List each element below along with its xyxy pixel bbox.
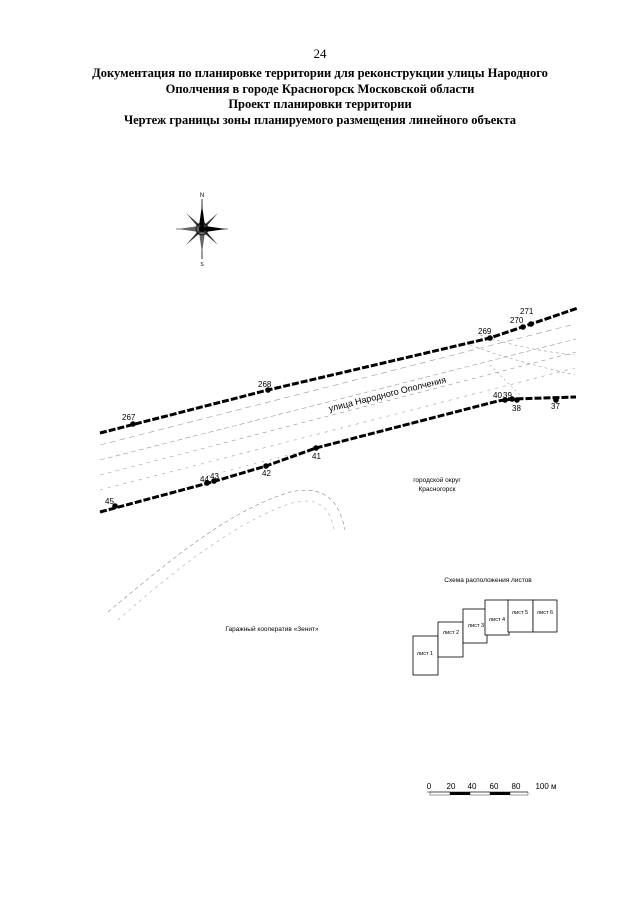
sheet-2-frame	[437, 621, 464, 658]
point-label: 268	[258, 380, 272, 389]
sheet-3-frame	[462, 608, 488, 644]
sheet-5-frame	[507, 599, 534, 633]
sheet-label: лист 5	[512, 610, 528, 616]
sheet-label: лист 4	[489, 617, 505, 623]
compass-north-label: N	[200, 193, 204, 199]
street-name-label: улица Народного Ополчения	[328, 375, 448, 414]
boundary-point	[487, 335, 493, 341]
point-label: 43	[210, 472, 219, 481]
boundary-point	[502, 397, 508, 403]
sheet-scheme	[412, 599, 558, 676]
scale-tick-label: 80	[512, 782, 521, 791]
sheet-6-frame	[532, 599, 558, 633]
point-label: 269	[478, 327, 492, 336]
boundary-point	[263, 463, 269, 469]
point-label: 38	[512, 404, 521, 413]
boundary-point	[112, 503, 118, 509]
scale-tick-label: 0	[427, 782, 432, 791]
header-line-3: Проект планировки территории	[228, 97, 412, 111]
scale-bar-labels: 0 20 40 60 80 100 м	[427, 782, 557, 791]
point-label: 40	[493, 391, 502, 400]
boundary-point	[204, 480, 210, 486]
document-header: Документация по планировке территории дл…	[70, 66, 570, 128]
garage-cooperative-label: Гаражный кооператив «Зенит»	[225, 625, 319, 633]
access-road-curve-inner	[117, 500, 335, 621]
point-label: 42	[262, 469, 271, 478]
boundary-point	[528, 321, 534, 327]
boundary-point	[509, 396, 515, 402]
header-line-4: Чертеж границы зоны планируемого размеще…	[123, 112, 517, 127]
header-line-1: Документация по планировке территории дл…	[92, 66, 548, 80]
point-label: 44	[200, 475, 209, 484]
upper-boundary-line	[99, 306, 579, 435]
header-line-2: Ополчения в городе Красногорск Московско…	[165, 81, 475, 96]
point-label: 270	[510, 316, 524, 325]
sheet-labels: лист 1 лист 2 лист 3 лист 4 лист 5 лист …	[417, 610, 553, 657]
sheet-1-frame	[412, 635, 439, 676]
sheet-label: лист 2	[443, 630, 459, 636]
boundary-point	[313, 445, 319, 451]
district-label-line2: Красногорск	[418, 486, 455, 493]
sheet-label: лист 3	[468, 623, 484, 629]
point-label: 267	[122, 413, 136, 422]
point-label: 271	[520, 307, 534, 316]
point-label: 39	[503, 391, 512, 400]
boundary-point	[514, 397, 520, 403]
sheet-scheme-title: Схема расположения листов	[444, 577, 532, 584]
scale-tick-label: 20	[447, 782, 456, 791]
compass-south-label: S	[200, 262, 204, 268]
scale-tick-label: 100 м	[535, 782, 556, 791]
scale-tick-label: 60	[490, 782, 499, 791]
point-label: 41	[312, 452, 321, 461]
compass-rose-icon	[176, 199, 228, 259]
sheet-label: лист 6	[537, 610, 553, 616]
scale-tick-label: 40	[468, 782, 477, 791]
boundary-point	[211, 478, 217, 484]
boundary-point	[520, 324, 526, 330]
point-label: 45	[105, 497, 114, 506]
point-labels: 267 268 269 270 271 45 44 43 42 41 40 39…	[105, 307, 560, 506]
point-label: 37	[551, 402, 560, 411]
district-label-line1: городской округ	[413, 476, 461, 484]
boundary-point	[553, 397, 559, 403]
boundary-point	[130, 421, 136, 427]
page-number: 24	[313, 46, 327, 61]
sheet-4-frame	[484, 599, 510, 636]
boundary-point	[265, 387, 271, 393]
sheet-label: лист 1	[417, 651, 433, 657]
access-road-curve	[107, 489, 346, 613]
boundary-points	[112, 321, 559, 509]
scale-bar	[427, 791, 529, 796]
